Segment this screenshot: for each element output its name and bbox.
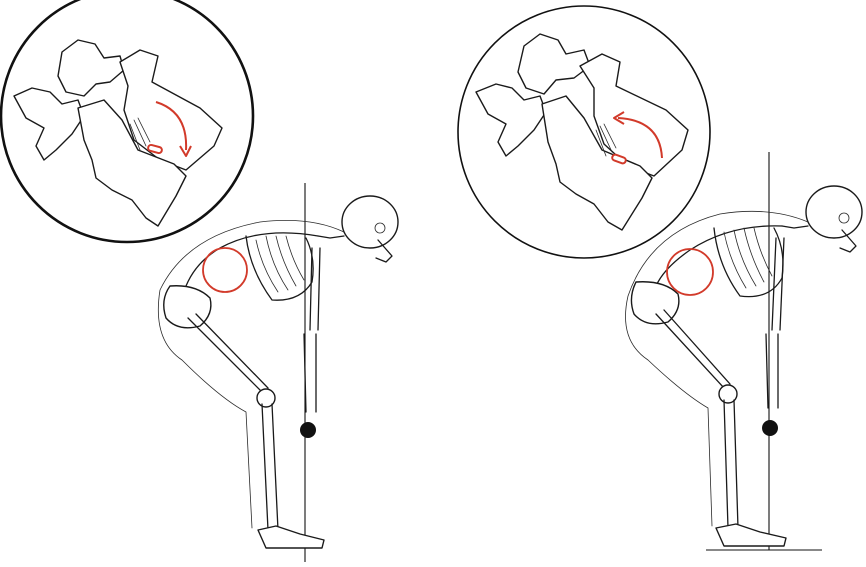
right-disc-nucleus-icon <box>611 153 627 165</box>
left-vertebra-inset <box>0 0 255 244</box>
right-vertebra-inset <box>457 5 711 259</box>
right-foot <box>715 523 787 547</box>
left-skull <box>341 195 399 249</box>
left-forearm <box>303 333 317 413</box>
left-disc-nucleus-icon <box>147 143 163 155</box>
left-lower-vertebral-body <box>77 99 187 227</box>
left-lower-spinous-process <box>13 87 85 161</box>
right-forearm <box>765 333 779 409</box>
right-humerus <box>771 237 785 331</box>
left-foot <box>257 525 325 549</box>
left-figure-panel <box>0 0 399 562</box>
left-humerus <box>309 247 321 331</box>
left-lumbar-highlight-icon <box>202 247 248 293</box>
right-lumbar-highlight-icon <box>666 248 714 296</box>
left-rotation-arrow-icon <box>155 101 188 151</box>
left-thoracic-spine <box>185 232 319 287</box>
right-rotation-arrow-icon <box>617 117 663 159</box>
right-ribcage <box>713 227 784 298</box>
left-skeleton <box>157 195 399 549</box>
right-body-outline <box>625 210 809 527</box>
right-disc-lines <box>595 123 617 157</box>
left-cervical-spine <box>317 235 345 239</box>
left-kettlebell-icon <box>300 422 316 438</box>
left-tibia <box>261 403 279 531</box>
right-upper-spinous-process <box>517 33 591 95</box>
left-disc-lines <box>129 117 151 151</box>
left-ribcage <box>245 235 314 301</box>
left-upper-spinous-process <box>57 39 125 97</box>
right-lower-vertebral-body <box>541 95 653 231</box>
right-lower-spinous-process <box>475 83 547 157</box>
right-tibia <box>723 399 739 529</box>
left-body-outline <box>157 219 345 529</box>
right-thoracic-spine <box>655 225 783 287</box>
left-femur <box>187 313 269 393</box>
right-pelvis <box>630 281 680 325</box>
right-kettlebell-icon <box>762 420 778 436</box>
right-skeleton <box>625 185 863 547</box>
right-figure-panel <box>457 5 863 551</box>
right-cervical-spine <box>781 225 809 229</box>
right-skull <box>805 185 863 239</box>
right-femur <box>655 309 731 389</box>
